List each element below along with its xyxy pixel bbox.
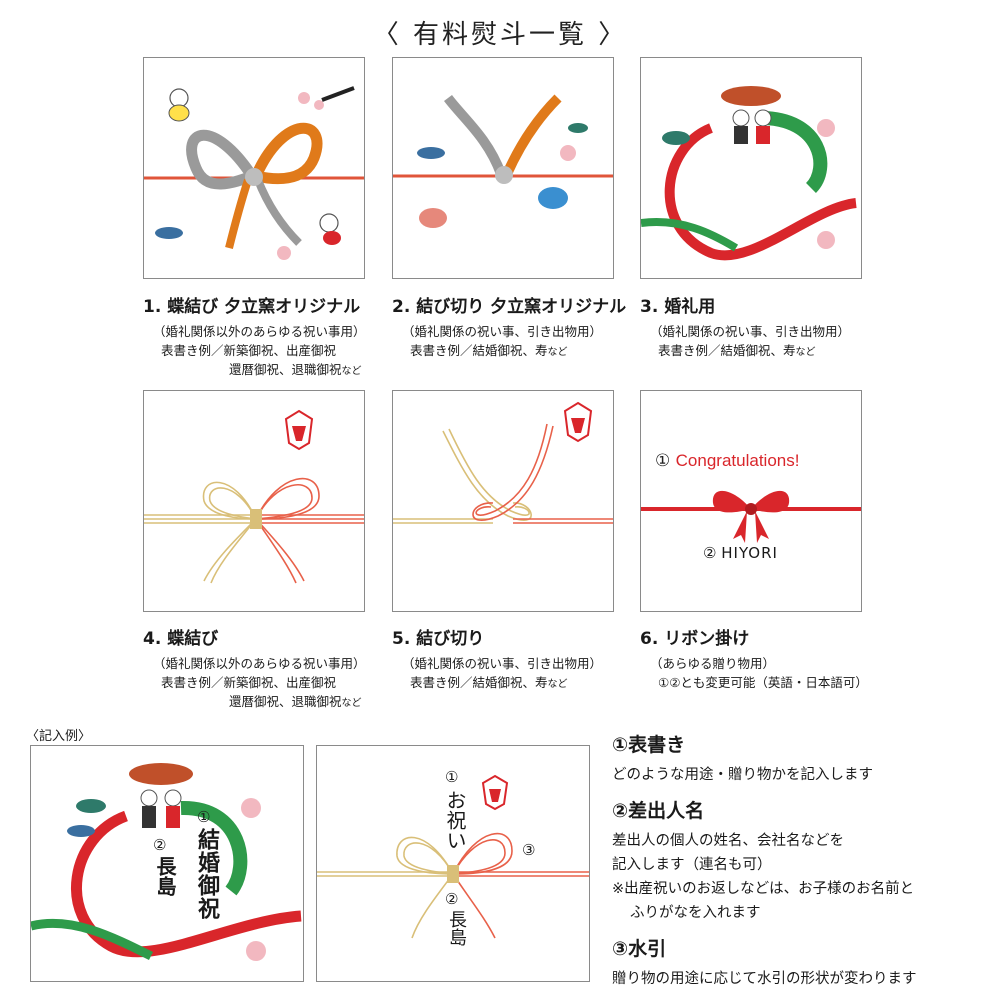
note-text: ふりがなを入れます — [630, 905, 761, 921]
note-text: どのような用途・贈り物かを記入します — [612, 767, 873, 783]
caption-6: 6. リボン掛け （あらゆる贈り物用） ①②とも変更可能（英語・日本語可） — [640, 624, 900, 692]
example-number-2: ② — [153, 836, 167, 854]
example-number-1: ① — [445, 768, 459, 786]
example-card-butterfly: ① お祝い ③ ② 長島 — [316, 745, 590, 982]
wedding-illustration — [641, 86, 857, 261]
example-sender-name: 長島 — [153, 856, 177, 896]
caption-usage: （婚礼関係以外のあらゆる祝い事用） — [153, 324, 366, 339]
ribbon-label-text-2: HIYORI — [721, 544, 778, 562]
example-label: 〈記入例〉 — [26, 729, 92, 744]
caption-title: 1. 蝶結び 夕立窯オリジナル — [143, 297, 361, 317]
wedding-example-illustration — [31, 763, 302, 961]
noshi-card-4 — [143, 390, 365, 612]
caption-example: ①②とも変更可能（英語・日本語可） — [658, 675, 868, 690]
example-number-1: ① — [197, 808, 211, 826]
noshi-card-3 — [640, 57, 862, 279]
note-sender: ②差出人名 差出人の個人の姓名、会社名などを 記入します（連名も可） ※出産祝い… — [612, 796, 992, 925]
caption-usage: （婚礼関係の祝い事、引き出物用） — [402, 324, 603, 339]
note-text: ※出産祝いのお返しなどは、お子様のお名前と — [612, 881, 915, 897]
caption-title: 6. リボン掛け — [640, 629, 750, 649]
noshi-card-6: ① Congratulations! ② HIYORI — [640, 390, 862, 612]
caption-2: 2. 結び切り 夕立窯オリジナル （婚礼関係の祝い事、引き出物用） 表書き例／結… — [392, 292, 652, 362]
tied-knot-original-illustration — [393, 94, 613, 228]
note-mizuhiki: ③水引 贈り物の用途に応じて水引の形状が変わります — [612, 934, 992, 991]
note-omote-gaki: ①表書き どのような用途・贈り物かを記入します — [612, 730, 992, 787]
caption-example: 表書き例／新築御祝、出産御祝 — [161, 675, 337, 690]
ribbon-illustration — [641, 490, 861, 543]
example-sender-name: 長島 — [446, 910, 467, 946]
ribbon-label-number-2: ② — [703, 544, 717, 562]
noshi-card-5 — [392, 390, 614, 612]
caption-title: 3. 婚礼用 — [640, 297, 716, 317]
example-omote-gaki: お祝い — [443, 790, 467, 850]
example-omote-gaki: 結婚御祝 — [194, 828, 220, 920]
caption-example: 表書き例／結婚御祝、寿など — [410, 675, 568, 690]
caption-title: 2. 結び切り 夕立窯オリジナル — [392, 297, 627, 317]
note-heading: ③水引 — [612, 938, 667, 960]
noshi-card-1 — [143, 57, 365, 279]
caption-3: 3. 婚礼用 （婚礼関係の祝い事、引き出物用） 表書き例／結婚御祝、寿など — [640, 292, 900, 362]
caption-example: 表書き例／結婚御祝、寿など — [658, 343, 816, 358]
page-title: 〈 有料熨斗一覧 〉 — [372, 20, 628, 50]
caption-example: 表書き例／結婚御祝、寿など — [410, 343, 568, 358]
caption-1: 1. 蝶結び 夕立窯オリジナル （婚礼関係以外のあらゆる祝い事用） 表書き例／新… — [143, 292, 403, 381]
tied-knot-illustration — [393, 401, 613, 524]
caption-example-2: 還暦御祝、退職御祝など — [229, 362, 362, 377]
caption-5: 5. 結び切り （婚礼関係の祝い事、引き出物用） 表書き例／結婚御祝、寿など — [392, 624, 652, 694]
caption-usage: （婚礼関係の祝い事、引き出物用） — [402, 656, 603, 671]
example-number-2: ② — [445, 890, 459, 908]
caption-usage: （婚礼関係以外のあらゆる祝い事用） — [153, 656, 366, 671]
butterfly-knot-original-illustration — [144, 86, 364, 260]
caption-usage: （あらゆる贈り物用） — [650, 656, 776, 671]
butterfly-example-illustration — [317, 774, 589, 939]
caption-title: 5. 結び切り — [392, 629, 485, 649]
caption-usage: （婚礼関係の祝い事、引き出物用） — [650, 324, 851, 339]
caption-4: 4. 蝶結び （婚礼関係以外のあらゆる祝い事用） 表書き例／新築御祝、出産御祝 … — [143, 624, 403, 713]
example-card-wedding: ① 結婚御祝 ② 長島 — [30, 745, 304, 982]
caption-title: 4. 蝶結び — [143, 629, 219, 649]
note-heading: ①表書き — [612, 734, 686, 756]
ribbon-label-text-1: Congratulations! — [675, 451, 800, 470]
caption-example: 表書き例／新築御祝、出産御祝 — [161, 343, 337, 358]
note-heading: ②差出人名 — [612, 800, 705, 822]
ribbon-label-number-1: ① — [655, 451, 671, 471]
note-text: 記入します（連名も可） — [612, 857, 772, 873]
example-number-3: ③ — [522, 841, 536, 859]
butterfly-knot-illustration — [144, 409, 364, 584]
note-text: 贈り物の用途に応じて水引の形状が変わります — [612, 971, 917, 987]
noshi-card-2 — [392, 57, 614, 279]
caption-example-2: 還暦御祝、退職御祝など — [229, 694, 362, 709]
note-text: 差出人の個人の姓名、会社名などを — [612, 833, 844, 849]
